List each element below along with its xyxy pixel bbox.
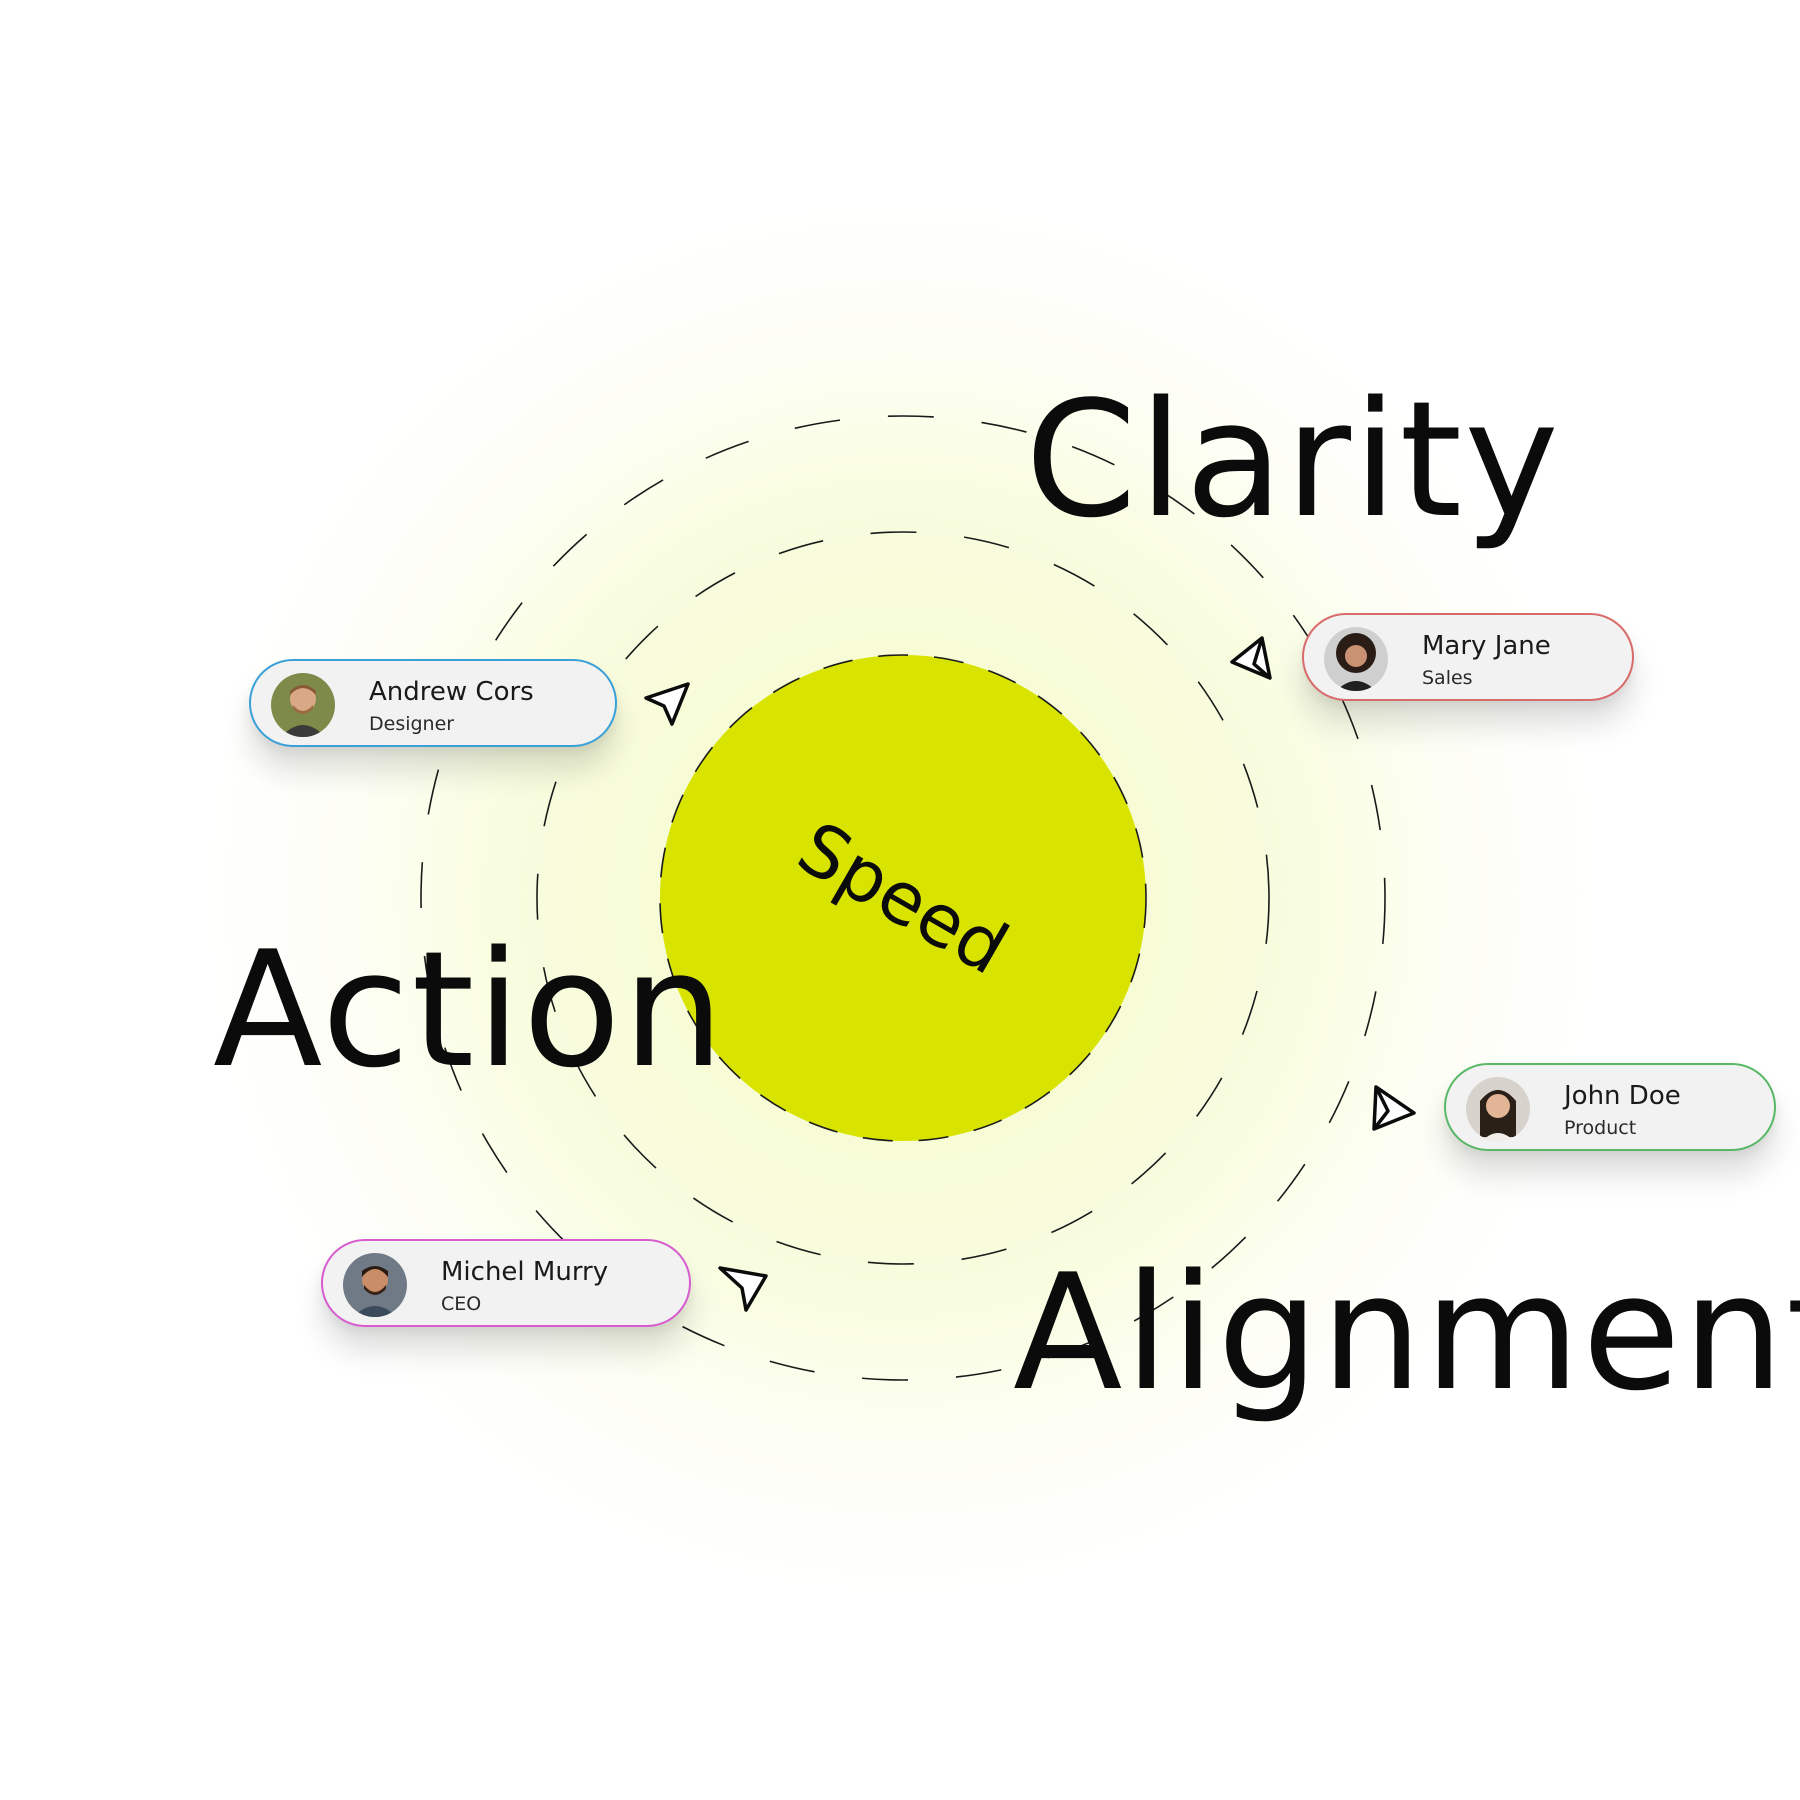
cursor-arrow-icon: [1372, 1085, 1416, 1131]
person-card-mary[interactable]: Mary Jane Sales: [1302, 613, 1634, 701]
person-name: Michel Murry: [441, 1257, 609, 1287]
cursor-arrow-icon: [644, 682, 690, 726]
person-avatar-icon: [1324, 627, 1388, 691]
person-role: CEO: [441, 1293, 482, 1315]
outer-dashed-ring: [420, 415, 1386, 1381]
person-avatar-icon: [343, 1253, 407, 1317]
person-avatar-icon: [1466, 1077, 1530, 1141]
center-circle: [659, 654, 1147, 1142]
cursor-arrow-icon: [718, 1266, 768, 1312]
person-name: Andrew Cors: [369, 677, 534, 707]
inner-dashed-ring: [536, 531, 1270, 1265]
person-avatar-icon: [271, 673, 335, 737]
person-name: Mary Jane: [1422, 631, 1551, 661]
person-card-michel[interactable]: Michel Murry CEO: [321, 1239, 691, 1327]
person-role: Sales: [1422, 667, 1473, 689]
word-alignment: Alignment: [1013, 1239, 1800, 1426]
person-role: Product: [1564, 1117, 1637, 1139]
person-name: John Doe: [1564, 1081, 1681, 1111]
cursor-arrow-icon: [1230, 636, 1272, 680]
word-action: Action: [213, 916, 727, 1103]
person-card-andrew[interactable]: Andrew Cors Designer: [249, 659, 617, 747]
person-role: Designer: [369, 713, 455, 735]
word-clarity: Clarity: [1025, 366, 1561, 553]
person-card-john[interactable]: John Doe Product: [1444, 1063, 1776, 1151]
